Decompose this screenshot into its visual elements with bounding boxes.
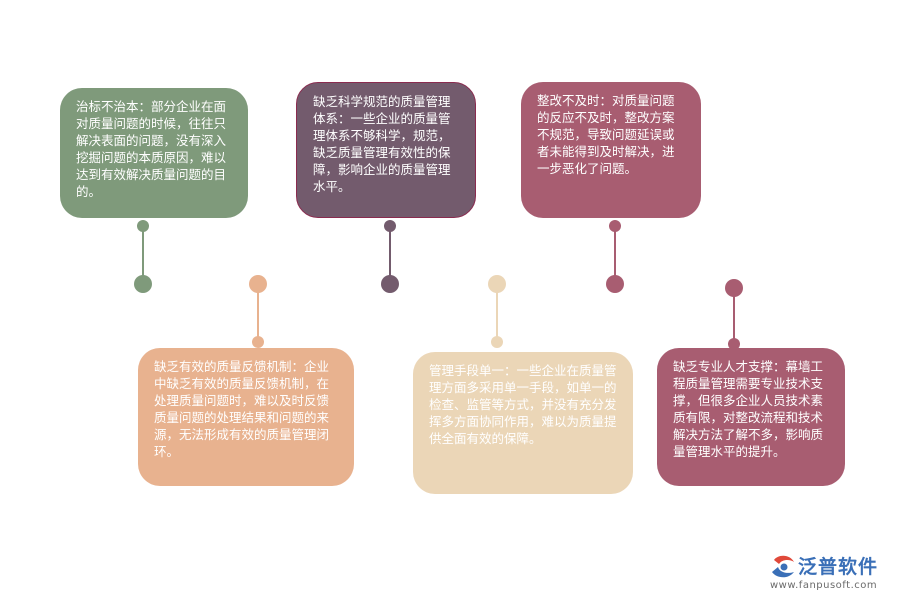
connector-1 xyxy=(134,220,152,293)
card-feedback-mechanism: 缺乏有效的质量反馈机制：企业中缺乏有效的质量反馈机制，在处理质量问题时，难以及时… xyxy=(138,348,354,486)
connector-2 xyxy=(249,275,267,348)
connector-4 xyxy=(488,275,506,348)
connector-5 xyxy=(606,220,624,293)
card-text: 治标不治本：部分企业在面对质量问题的时候，往往只解决表面的问题，没有深入挖掘问题… xyxy=(76,99,227,199)
card-text: 缺乏科学规范的质量管理体系：一些企业的质量管理体系不够科学，规范，缺乏质量管理有… xyxy=(313,94,451,194)
card-rectification-delay: 整改不及时：对质量问题的反应不及时，整改方案不规范，导致问题延误或者未能得到及时… xyxy=(521,82,701,218)
connector-6 xyxy=(725,279,743,350)
card-management-system: 缺乏科学规范的质量管理体系：一些企业的质量管理体系不够科学，规范，缺乏质量管理有… xyxy=(296,82,476,218)
card-text: 缺乏有效的质量反馈机制：企业中缺乏有效的质量反馈机制，在处理质量问题时，难以及时… xyxy=(154,359,330,459)
connector-3 xyxy=(381,220,399,293)
brand-mark-icon xyxy=(772,555,794,578)
card-treat-symptoms: 治标不治本：部分企业在面对质量问题的时候，往往只解决表面的问题，没有深入挖掘问题… xyxy=(60,88,248,218)
brand-name: 泛普软件 xyxy=(798,556,879,578)
brand-url: www.fanpusoft.com xyxy=(770,580,878,591)
card-talent-support: 缺乏专业人才支撑：幕墙工程质量管理需要专业技术支撑，但很多企业人员技术素质有限，… xyxy=(657,348,845,486)
card-text: 管理手段单一：一些企业在质量管理方面多采用单一手段，如单一的检查、监管等方式，并… xyxy=(429,363,617,446)
brand-logo: 泛普软件 www.fanpusoft.com xyxy=(762,550,896,596)
card-single-method: 管理手段单一：一些企业在质量管理方面多采用单一手段，如单一的检查、监管等方式，并… xyxy=(413,352,633,494)
card-text: 整改不及时：对质量问题的反应不及时，整改方案不规范，导致问题延误或者未能得到及时… xyxy=(537,93,675,176)
card-text: 缺乏专业人才支撑：幕墙工程质量管理需要专业技术支撑，但很多企业人员技术素质有限，… xyxy=(673,359,824,459)
